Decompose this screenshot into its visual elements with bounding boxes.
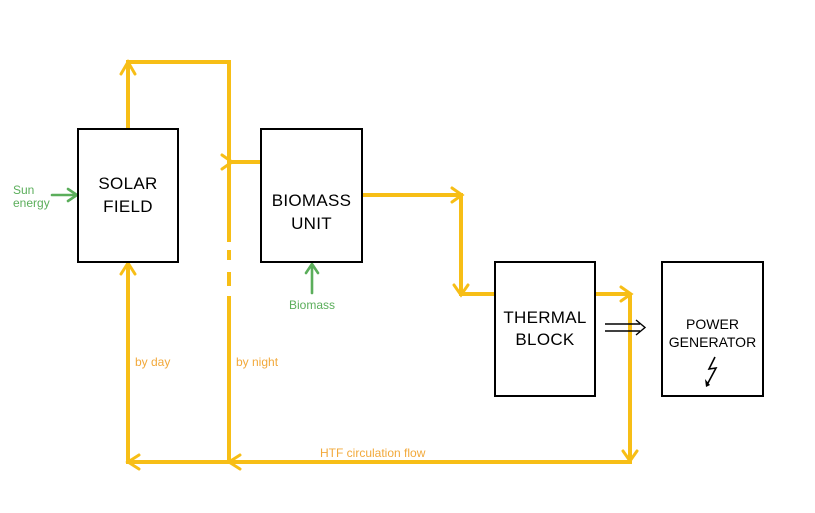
power-generator-label-line1: POWER	[686, 316, 739, 332]
power-generator-label-line2: GENERATOR	[668, 334, 757, 351]
arrow-biomass-in	[220, 153, 235, 171]
sun-energy-label: Sun energy	[13, 184, 50, 210]
arrow-to-thermal-down	[452, 283, 470, 298]
thermal-block-label-line2: BLOCK	[515, 330, 575, 349]
sun-label-line1: Sun	[13, 183, 35, 197]
solar-field-block: SOLAR FIELD	[77, 128, 179, 263]
sun-label-line2: energy	[13, 196, 50, 210]
solar-field-label-line1: SOLAR	[98, 174, 158, 194]
biomass-unit-label-line2: UNIT	[291, 213, 332, 233]
thermal-block-label-line1: THERMAL	[503, 307, 587, 327]
solar-field-label-line2: FIELD	[103, 196, 153, 216]
biomass-unit-label-line1: BIOMASS	[271, 191, 352, 211]
lightning-bolt-icon	[704, 357, 717, 388]
htf-solar-to-thermal-pipe	[126, 60, 231, 162]
power-transfer-arrowhead	[635, 319, 647, 336]
biomass-unit-block: BIOMASS UNIT	[260, 128, 363, 263]
power-generator-block: POWER GENERATOR	[661, 261, 764, 397]
arrow-return-left-night	[226, 453, 242, 471]
arrow-solar-in	[119, 260, 137, 276]
arrow-to-thermal-right	[450, 186, 465, 204]
arrow-return-down	[621, 449, 639, 464]
arrow-thermal-out	[619, 285, 634, 303]
biomass-input-arrowhead	[304, 261, 320, 275]
by-night-label: by night	[236, 355, 279, 369]
arrow-solar-up	[119, 59, 137, 76]
htf-circulation-label: HTF circulation flow	[320, 446, 426, 460]
biomass-input-label: Biomass	[289, 298, 336, 312]
arrow-return-left-day	[125, 453, 141, 471]
thermal-block: THERMAL BLOCK	[494, 261, 596, 397]
htf-return-pipe	[126, 262, 632, 464]
by-day-label: by day	[135, 355, 171, 369]
